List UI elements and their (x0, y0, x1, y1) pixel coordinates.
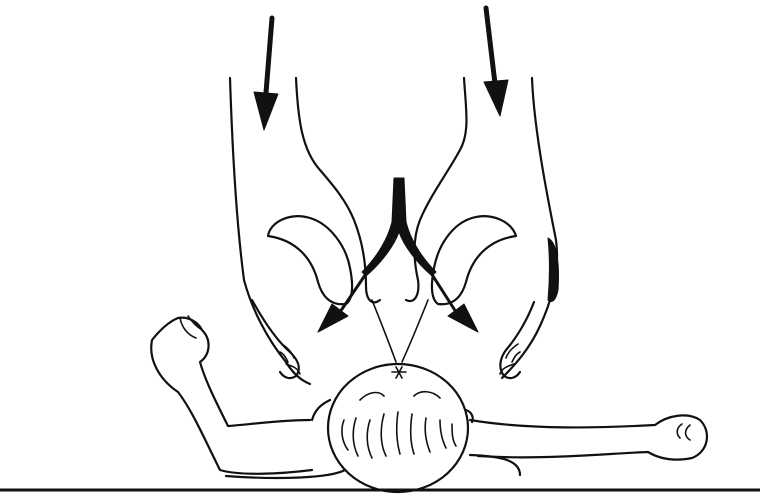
infant-right-hand (677, 424, 690, 440)
infant-head (328, 364, 468, 492)
left-hand (230, 78, 380, 384)
infant-left-hand (180, 316, 202, 338)
fontanelle-mark (392, 367, 406, 378)
pressure-arrow-right (484, 8, 508, 116)
right-hand (406, 78, 559, 378)
right-thumb (432, 216, 516, 304)
pressure-arrow-left (254, 18, 278, 130)
infant-left-arm (151, 318, 312, 474)
infant-hair (342, 412, 456, 458)
infant-eyes (360, 392, 440, 400)
chest-lines (362, 178, 436, 362)
infant-right-arm (470, 415, 707, 459)
infant (151, 316, 707, 492)
left-thumb (268, 216, 352, 304)
